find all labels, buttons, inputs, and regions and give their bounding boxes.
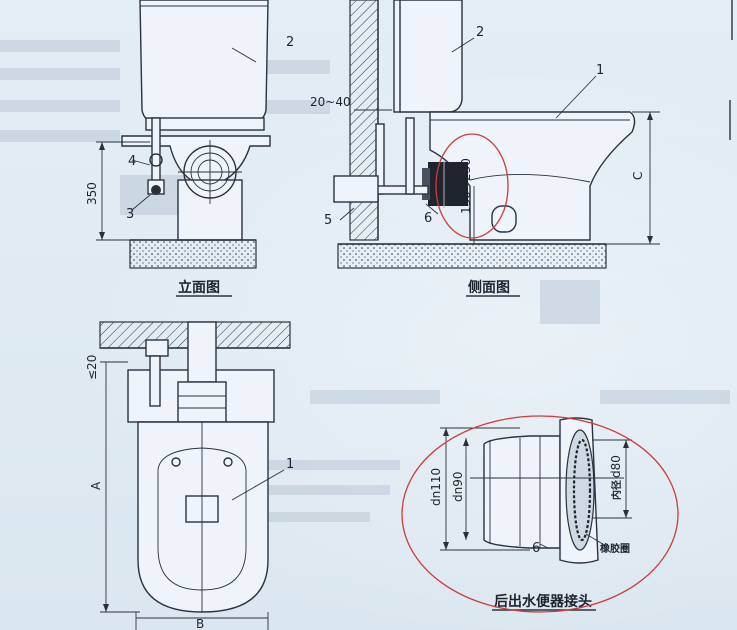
front-callout-4: 4 bbox=[128, 154, 136, 169]
side-view bbox=[333, 0, 733, 269]
side-callout-1: 1 bbox=[596, 63, 604, 78]
plan-dim-a: A bbox=[89, 481, 103, 490]
detail-view bbox=[440, 417, 632, 564]
detail-dim-outer: dn110 bbox=[429, 468, 443, 506]
detail-callout-6: 6 bbox=[532, 541, 540, 556]
side-callout-5: 5 bbox=[324, 213, 332, 228]
side-dim-c: C bbox=[631, 172, 645, 180]
side-highlight-circle bbox=[435, 133, 509, 239]
front-callout-3: 3 bbox=[126, 207, 134, 222]
front-view-title: 立面图 bbox=[178, 279, 220, 296]
front-view bbox=[96, 0, 271, 269]
detail-dim-bore: d80 bbox=[609, 455, 623, 478]
plan-callout-1: 1 bbox=[286, 457, 294, 472]
detail-bore-note: 内径 bbox=[610, 480, 623, 500]
detail-highlight-circle bbox=[401, 415, 679, 613]
detail-view-title: 后出水便器接头 bbox=[494, 593, 592, 610]
side-dim-offset: 20~40 bbox=[310, 95, 351, 109]
plan-dim-gap: ≤20 bbox=[85, 355, 99, 380]
side-view-title: 侧面图 bbox=[468, 279, 510, 296]
plan-view bbox=[99, 321, 291, 630]
front-callout-2: 2 bbox=[286, 35, 294, 50]
detail-dim-inner: dn90 bbox=[451, 472, 465, 503]
side-callout-2: 2 bbox=[476, 25, 484, 40]
side-dim-height: 150~230 bbox=[459, 158, 473, 214]
side-callout-6: 6 bbox=[424, 211, 432, 226]
plan-dim-b: B bbox=[196, 617, 204, 630]
front-dim-height: 350 bbox=[85, 182, 99, 205]
detail-seal-note: 橡胶圈 bbox=[600, 542, 630, 555]
